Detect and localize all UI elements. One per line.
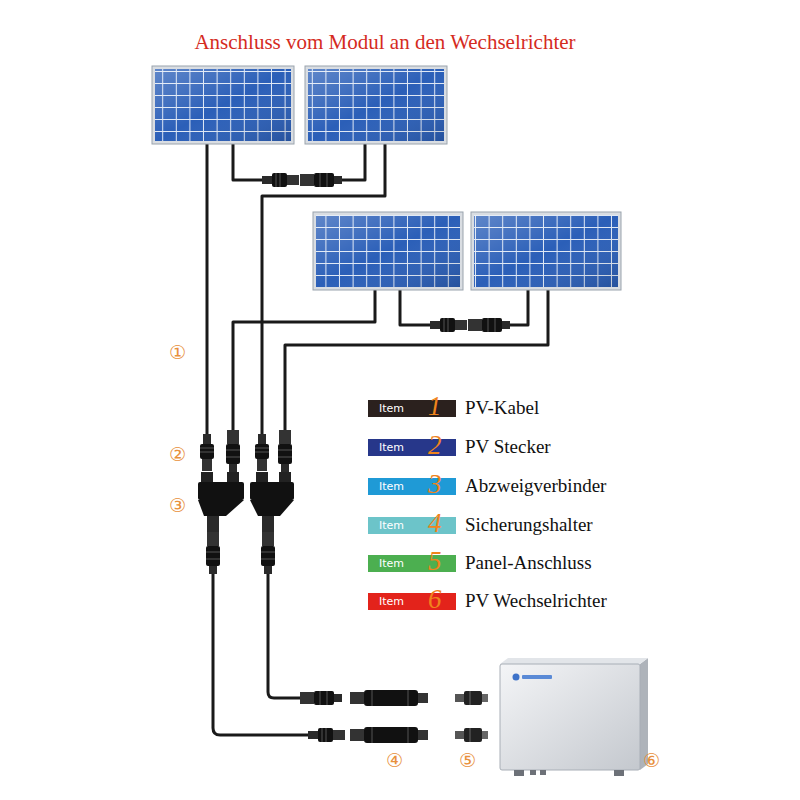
item-number: 2 [428, 430, 442, 460]
callout-number: ⑤ [459, 751, 476, 770]
mc4-connector [200, 173, 510, 742]
item-badge-text: Item [379, 440, 404, 455]
solar-panel-part [471, 212, 621, 290]
inverter-part [500, 658, 648, 664]
pv-cable-part [342, 144, 365, 180]
item-number: 5 [428, 546, 442, 576]
solar-panel-part [316, 215, 460, 287]
item-number: 3 [428, 469, 442, 499]
legend-text: PV Wechselrichter [465, 590, 607, 612]
callout-number: ④ [386, 751, 403, 770]
item-badge-text: Item [379, 479, 404, 494]
callout-number: ⑥ [643, 751, 660, 770]
mc4-connector-part [300, 173, 342, 187]
legend-swatch: Item2 [368, 439, 456, 456]
item-number: 1 [428, 391, 442, 421]
legend-swatch: Item5 [368, 555, 456, 572]
pv-cable-part [400, 290, 430, 325]
fuse-holder-part [350, 690, 428, 706]
item-badge-text: Item [379, 401, 404, 416]
mc4-connector-part [468, 318, 510, 332]
pv-cable-part [233, 144, 262, 180]
inverter-part [540, 770, 546, 775]
solar-panel-part [474, 215, 618, 287]
pv-cable-part [268, 574, 300, 698]
legend-swatch: Item1 [368, 400, 456, 417]
pv-cable-part [206, 144, 209, 434]
mc4-connector-part [308, 728, 345, 742]
branch-connector-part [262, 516, 274, 532]
mc4-connector-part [200, 434, 214, 471]
callout-number: ② [169, 445, 186, 464]
pv-cable-part [285, 290, 548, 434]
item-badge-text: Item [379, 594, 404, 609]
solar-panel [152, 66, 621, 290]
branch-connector-part [201, 472, 213, 482]
mc4-connector-part [430, 318, 467, 332]
branch-connector [198, 472, 294, 532]
pv-cable-part [510, 290, 528, 325]
solar-panel-part [155, 69, 291, 141]
legend-text: PV Stecker [465, 436, 551, 458]
inverter [500, 658, 648, 776]
solar-panel-part [308, 69, 444, 141]
inverter-part [614, 770, 624, 776]
mc4-connector-part [262, 173, 299, 187]
panel-connector-part [455, 728, 488, 742]
solar-panel-part [308, 69, 444, 141]
branch-connector-part [207, 516, 219, 532]
item-number: 4 [428, 508, 442, 538]
solar-panel-part [152, 66, 294, 144]
callout-number: ③ [169, 496, 186, 515]
pv-cable-part [213, 574, 308, 735]
panel-connector [455, 691, 488, 742]
solar-panel-part [305, 66, 447, 144]
branch-connector-part [198, 482, 244, 500]
branch-connector-part [279, 472, 291, 482]
branch-connector-part [250, 500, 294, 516]
item-number: 6 [428, 584, 442, 614]
legend-text: Panel-Anschluss [465, 552, 592, 574]
solar-panel-part [155, 69, 291, 141]
inverter-part [522, 675, 552, 679]
mc4-connector-part [278, 430, 292, 472]
mc4-connector-part [255, 434, 269, 471]
legend-text: PV-Kabel [465, 397, 539, 419]
mc4-connector-part [226, 430, 240, 472]
branch-connector-part [227, 472, 239, 482]
solar-panel-part [474, 215, 618, 287]
legend-swatch: Item3 [368, 478, 456, 495]
solar-panel-part [313, 212, 463, 290]
pv-cable-part [233, 290, 375, 434]
mc4-connector-part [300, 691, 342, 705]
inverter-part [530, 770, 536, 775]
fuse-holder [350, 690, 428, 743]
branch-connector-part [256, 472, 268, 482]
item-badge-text: Item [379, 518, 404, 533]
item-badge-text: Item [379, 556, 404, 571]
inverter-part [513, 674, 520, 681]
mc4-connector-part [206, 532, 220, 574]
inverter-part [500, 664, 640, 770]
legend-swatch: Item6 [368, 593, 456, 610]
callout-number: ① [169, 343, 186, 362]
legend-text: Abzweigverbinder [465, 475, 606, 497]
solar-panel-part [316, 215, 460, 287]
mc4-connector-part [261, 532, 275, 574]
panel-connector-part [455, 691, 488, 705]
legend-swatch: Item4 [368, 517, 456, 534]
legend-text: Sicherungshalter [465, 514, 593, 536]
inverter-part [514, 770, 524, 776]
fuse-holder-part [350, 727, 428, 743]
diagram-title: Anschluss vom Modul an den Wechselrichte… [0, 30, 770, 55]
branch-connector-part [250, 482, 294, 500]
branch-connector-part [198, 500, 244, 516]
